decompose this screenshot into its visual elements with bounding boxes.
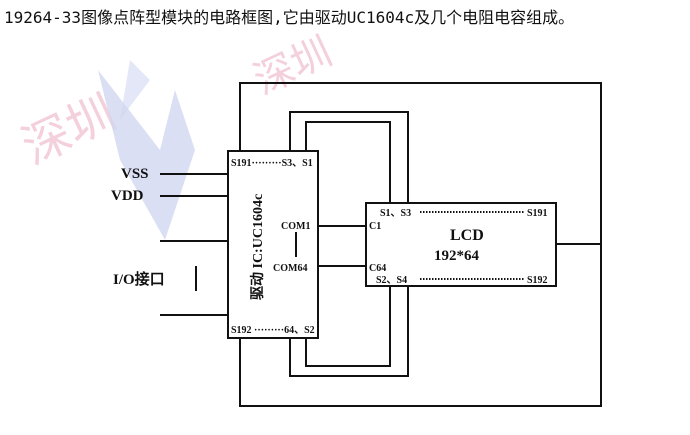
lcd-title: LCD	[450, 227, 484, 244]
figure-caption: 19264-33图像点阵型模块的电路框图,它由驱动UC1604c及几个电阻电容组…	[4, 8, 575, 27]
bus-inner-bottom-2	[305, 286, 391, 367]
vdd-label: VDD	[111, 188, 144, 204]
com64-label: COM64	[273, 263, 307, 274]
bus-outer-bottom	[239, 244, 602, 407]
lcd-bottom-pins: S2、S4	[376, 275, 407, 286]
bus-inner-top-1	[289, 111, 409, 203]
lcd-bottom-right-pin: S192	[527, 275, 548, 286]
bus-inner-top-2	[305, 121, 391, 203]
c1-label: C1	[369, 221, 381, 232]
watermark-logo-shape-accent	[120, 60, 150, 120]
watermark-logo-shape	[98, 70, 195, 240]
lcd-resolution: 192*64	[434, 248, 480, 264]
bus-inner-bottom-1	[289, 286, 409, 377]
ic-title: 驱动 IC:UC1604c	[249, 194, 266, 300]
c64-label: C64	[369, 263, 386, 274]
io-label: I/O接口	[113, 270, 165, 288]
ic-bottom-pins: S192 ·········64、S2	[231, 325, 315, 336]
ic-top-pins: S191·········S3、S1	[231, 158, 313, 169]
lcd-top-pins: S1、S3	[380, 208, 411, 219]
lcd-top-right-pin: S191	[527, 208, 548, 219]
bus-outer-top	[239, 82, 602, 245]
ic-chip	[227, 150, 319, 339]
watermark-text-right: 深圳	[247, 29, 339, 104]
vss-label: VSS	[121, 166, 149, 182]
com1-label: COM1	[281, 221, 310, 232]
